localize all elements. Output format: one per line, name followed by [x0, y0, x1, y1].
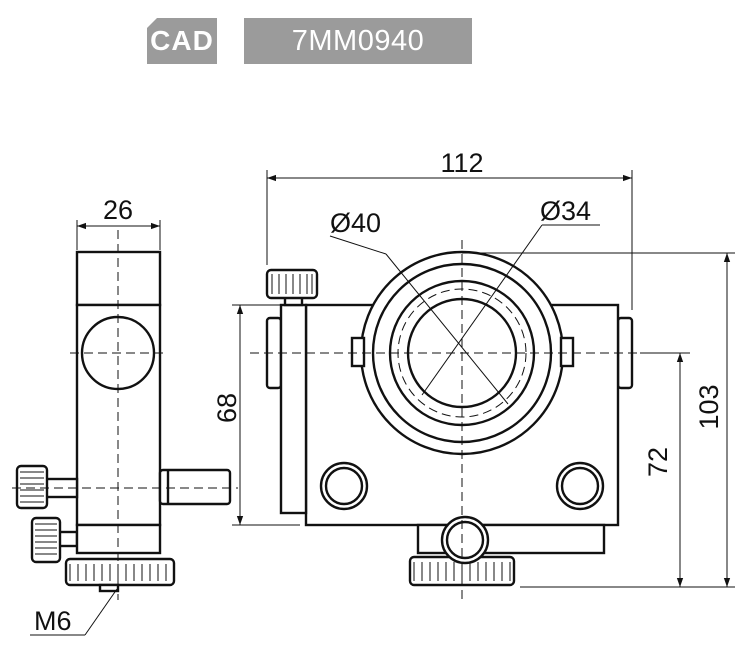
model-number-badge: 7MM0940 — [244, 18, 472, 64]
cad-label: CAD — [150, 25, 214, 56]
dim-side-height: 68 — [212, 304, 300, 526]
dim-inner-diameter-label: Ø40 — [330, 208, 381, 238]
dim-side-width: 26 — [76, 195, 161, 250]
dim-inner-diameter: Ø40 — [329, 208, 387, 255]
front-clamp-disc — [440, 515, 490, 565]
front-view — [250, 224, 680, 600]
dim-thread: M6 — [30, 588, 118, 636]
dim-clear-aperture-label: Ø34 — [540, 196, 591, 226]
side-post — [158, 468, 232, 506]
dim-side-height-label: 68 — [212, 393, 242, 423]
dim-center-height-label: 72 — [643, 447, 673, 477]
dim-overall-width: 112 — [266, 148, 633, 310]
dim-side-width-label: 26 — [103, 195, 133, 225]
front-top-knob — [265, 268, 319, 300]
dim-overall-width-label: 112 — [440, 148, 483, 178]
dim-overall-height: 103 — [462, 252, 735, 588]
dim-overall-height-label: 103 — [694, 384, 724, 429]
model-number: 7MM0940 — [291, 24, 425, 57]
dim-center-height: 72 — [520, 352, 690, 588]
front-left-plate — [279, 303, 308, 515]
side-view — [12, 230, 238, 600]
side-clamp-knob — [64, 557, 176, 587]
dim-thread-label: M6 — [34, 606, 72, 636]
front-right-hole — [555, 461, 605, 511]
dim-clear-aperture: Ø34 — [540, 196, 600, 226]
front-left-hole — [319, 461, 369, 511]
cad-badge[interactable]: CAD — [147, 18, 217, 64]
side-knob — [15, 464, 49, 510]
side-lower-knob — [30, 516, 62, 564]
